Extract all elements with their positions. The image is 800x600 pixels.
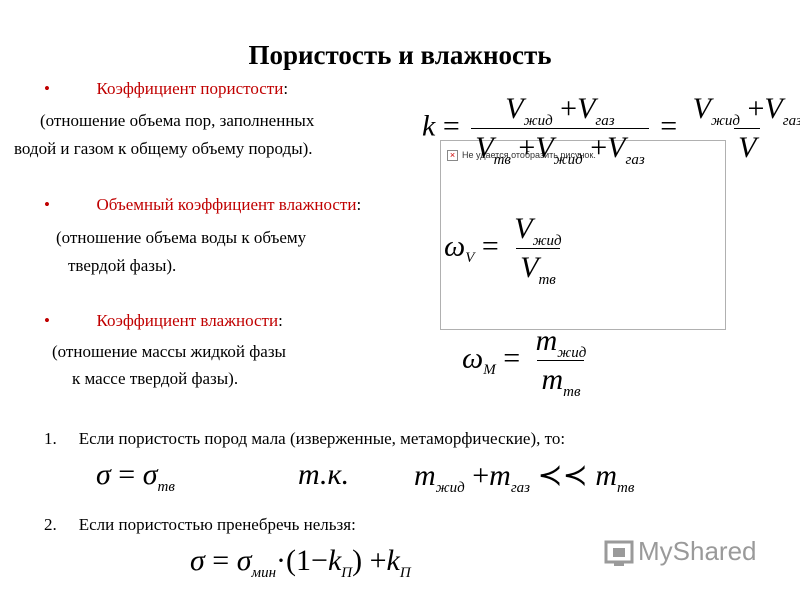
formula-mass-moisture: ωM = mжид mтв bbox=[462, 324, 594, 400]
term-colon: : bbox=[283, 79, 289, 98]
desc-volume-moisture-line1: (отношение объема воды к объему bbox=[56, 228, 307, 247]
term-colon: : bbox=[356, 195, 362, 214]
myshared-logo: MyShared bbox=[604, 536, 757, 568]
fraction-porosity-2: Vжид +Vгаз V bbox=[692, 92, 800, 164]
symbol-k: k bbox=[422, 109, 436, 143]
bullet-icon: • bbox=[44, 195, 50, 214]
desc-moisture-line1: (отношение массы жидкой фазы bbox=[52, 342, 286, 361]
fraction-volume-moisture: Vжид Vтв bbox=[514, 212, 562, 288]
formula-mass-inequality: mжид +mгаз ≺≺ mтв bbox=[414, 459, 635, 496]
fraction-mass-moisture: mжид mтв bbox=[535, 324, 587, 400]
numbered-item-2: 2.Если пористостью пренебречь нельзя: bbox=[44, 515, 356, 534]
formula-volume-moisture: ωV = Vжид Vтв bbox=[444, 212, 570, 288]
bullet-icon: • bbox=[44, 79, 50, 98]
bullet-item-porosity: • Коэффициент пористости: bbox=[44, 79, 288, 99]
myshared-logo-icon bbox=[604, 540, 634, 567]
term-colon: : bbox=[278, 311, 283, 330]
term-porosity: Коэффициент пористости bbox=[96, 79, 284, 98]
desc-moisture-line2: к массе твердой фазы). bbox=[72, 369, 239, 388]
term-volume-moisture: Объемный коэффициент влажности bbox=[96, 195, 357, 214]
fraction-porosity-1: Vжид +Vгаз Vтв +Vжид +Vгаз bbox=[471, 92, 649, 168]
broken-image-placeholder: ×Не удается отобразить рисунок. bbox=[440, 140, 726, 330]
term-moisture: Коэффициент влажности bbox=[96, 311, 279, 330]
formula-sigma-general: σ = σмин·(1−kП) +kП bbox=[190, 544, 411, 581]
desc-volume-moisture-line2: твердой фазы). bbox=[68, 256, 177, 275]
bullet-item-volume-moisture: • Объемный коэффициент влажности: bbox=[44, 195, 361, 215]
formula-sigma-low-porosity: σ = σтв bbox=[96, 458, 175, 495]
broken-image-message: ×Не удается отобразить рисунок. bbox=[447, 150, 596, 162]
numbered-item-1: 1.Если пористость пород мала (изверженны… bbox=[44, 429, 566, 448]
formula-since: т.к. bbox=[298, 458, 350, 491]
broken-image-icon: × bbox=[447, 150, 458, 162]
formula-porosity: k = Vжид +Vгаз Vтв +Vжид +Vгаз = Vжид +V… bbox=[422, 92, 800, 168]
desc-porosity-line1: (отношение объема пор, заполненных bbox=[40, 111, 315, 130]
bullet-icon: • bbox=[44, 311, 50, 330]
desc-porosity-line2: водой и газом к общему объему породы). bbox=[14, 139, 313, 158]
bullet-item-moisture: • Коэффициент влажности: bbox=[44, 311, 283, 331]
slide-title: Пористость и влажность bbox=[248, 40, 552, 70]
